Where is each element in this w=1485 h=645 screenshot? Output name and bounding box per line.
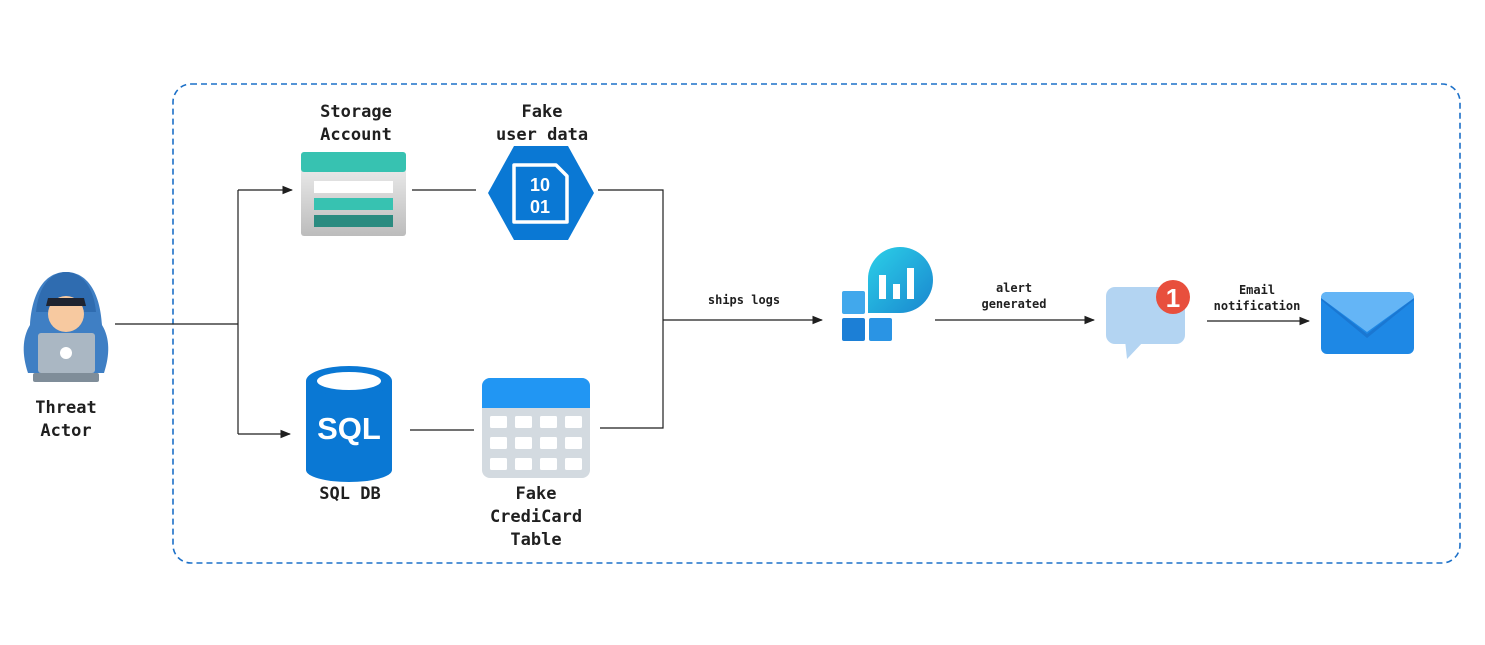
table-cell — [490, 416, 507, 428]
table-cell — [490, 437, 507, 449]
alert-generated-label: alert generated — [981, 281, 1047, 311]
fake-user-data-label: Fake user data — [495, 102, 589, 145]
table-cell — [565, 437, 582, 449]
azure-storage-account-icon — [301, 152, 406, 236]
table-cell — [490, 458, 507, 470]
table-cell — [540, 416, 557, 428]
hooded-hacker-icon — [23, 272, 109, 382]
table-cell — [515, 458, 532, 470]
email-envelope-icon — [1321, 292, 1414, 354]
table-cell — [540, 458, 557, 470]
binary-line-1: 10 — [530, 175, 550, 195]
binary-data-file-icon: 10 01 — [488, 146, 594, 240]
table-cell — [565, 458, 582, 470]
badge-count: 1 — [1166, 283, 1180, 313]
fake-creditcard-table-label: Fake CrediCard Table — [489, 484, 583, 550]
connector-blob-merge — [598, 189, 664, 429]
table-grid-icon — [482, 378, 590, 478]
table-cell — [540, 437, 557, 449]
table-cell — [515, 416, 532, 428]
sql-db-label: SQL DB — [319, 484, 381, 504]
storage-account-label: Storage Account — [320, 102, 392, 145]
binary-line-2: 01 — [530, 197, 550, 217]
ships-logs-label: ships logs — [707, 293, 781, 307]
log-analytics-workspace-icon — [842, 247, 933, 341]
email-notification-label: Email notification — [1213, 283, 1301, 313]
sql-database-icon: SQL — [306, 366, 392, 482]
table-cell — [565, 416, 582, 428]
sql-icon-text: SQL — [317, 411, 381, 446]
chat-notification-badge-icon: 1 — [1106, 280, 1190, 359]
connectors — [115, 185, 1311, 439]
threat-actor-label: Threat Actor — [35, 398, 97, 441]
table-cell — [515, 437, 532, 449]
